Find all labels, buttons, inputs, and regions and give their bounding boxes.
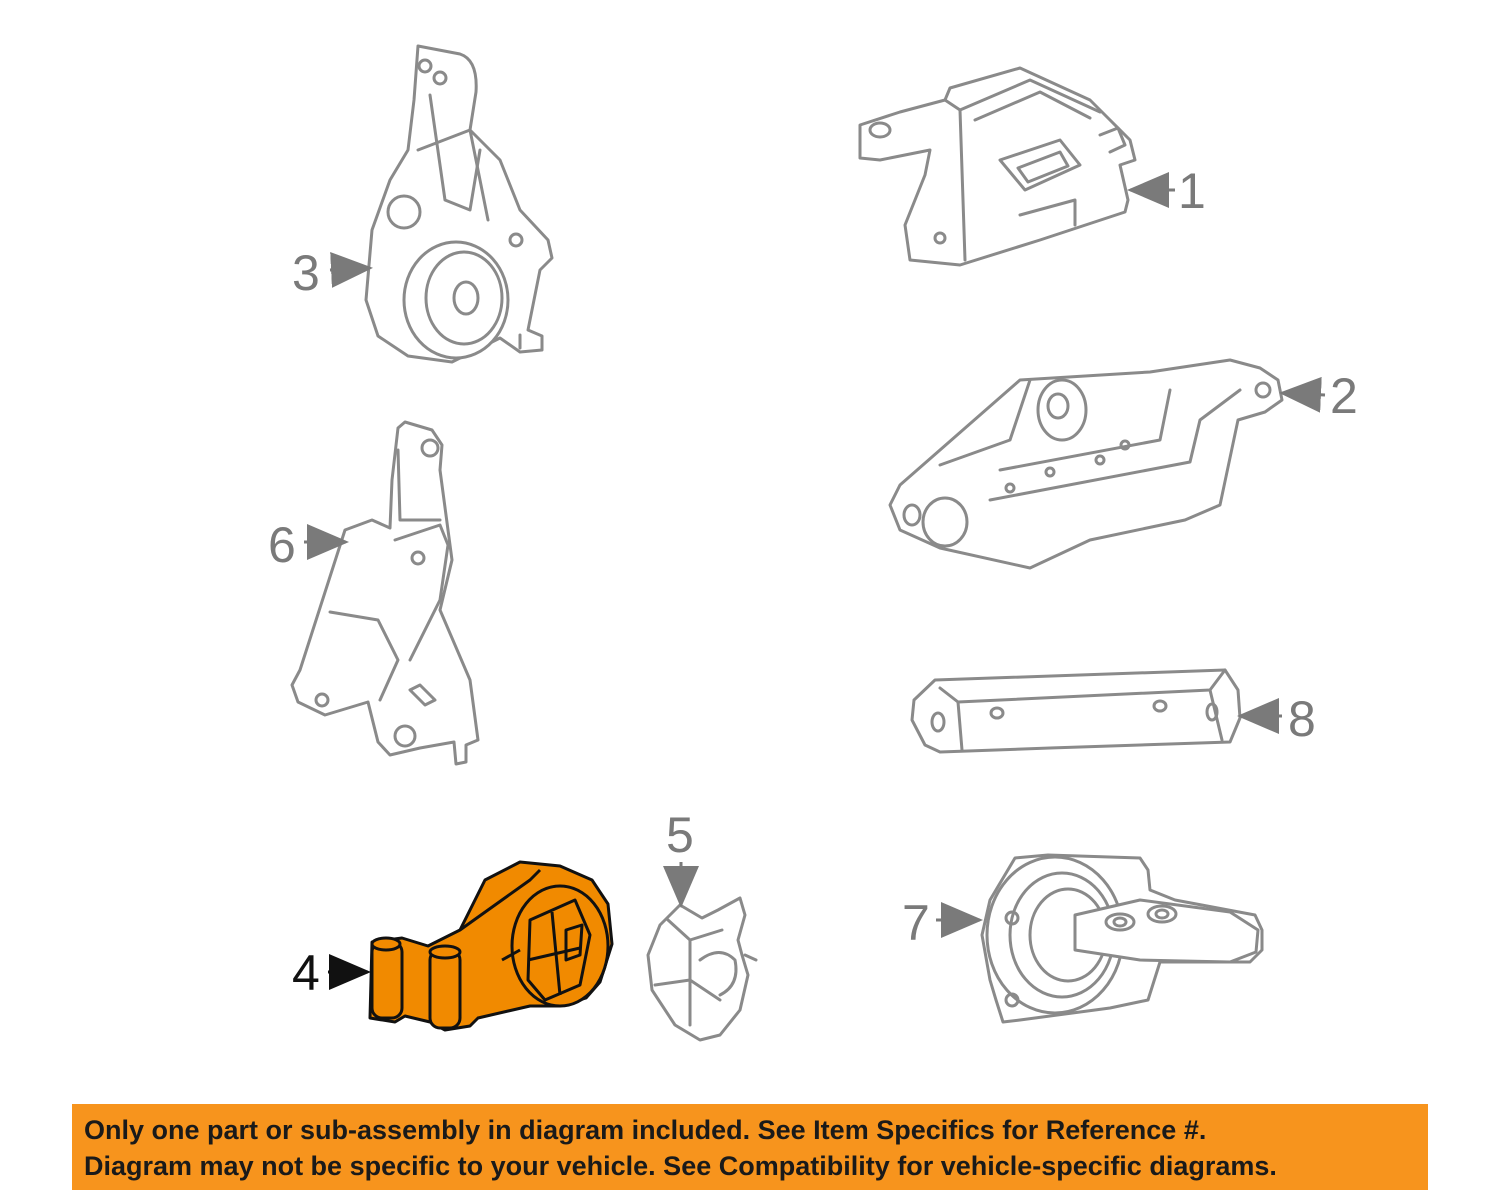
part-7-engine-mount[interactable] [980,853,1264,1024]
callout-2: 2 [1279,368,1358,424]
svg-text:2: 2 [1330,368,1358,424]
svg-text:1: 1 [1178,163,1206,219]
disclaimer-banner: Only one part or sub-assembly in diagram… [72,1104,1428,1190]
callout-8: 8 [1237,691,1316,747]
part-2-mount-bracket[interactable] [888,358,1284,570]
callout-6: 6 [268,517,349,573]
disclaimer-line-1: Only one part or sub-assembly in diagram… [84,1115,1207,1145]
svg-text:3: 3 [292,245,320,301]
callout-1: 1 [1127,163,1206,219]
disclaimer-line-2: Diagram may not be specific to your vehi… [84,1151,1277,1181]
callout-4: 4 [292,945,371,1001]
svg-text:7: 7 [902,895,930,951]
part-6-mount-bracket[interactable] [290,420,480,766]
svg-text:4: 4 [292,945,320,1001]
part-8-bracket[interactable] [910,668,1242,754]
part-5-heat-shield[interactable] [646,896,758,1042]
part-1-engine-mount[interactable] [858,66,1137,267]
part-3-mount-bracket[interactable] [364,44,554,364]
callout-5: 5 [663,807,699,908]
svg-text:5: 5 [666,807,694,863]
svg-text:8: 8 [1288,691,1316,747]
part-4-transmission-mount[interactable] [368,860,614,1032]
callout-7: 7 [902,895,983,951]
svg-text:6: 6 [268,517,296,573]
callout-3: 3 [292,245,373,301]
